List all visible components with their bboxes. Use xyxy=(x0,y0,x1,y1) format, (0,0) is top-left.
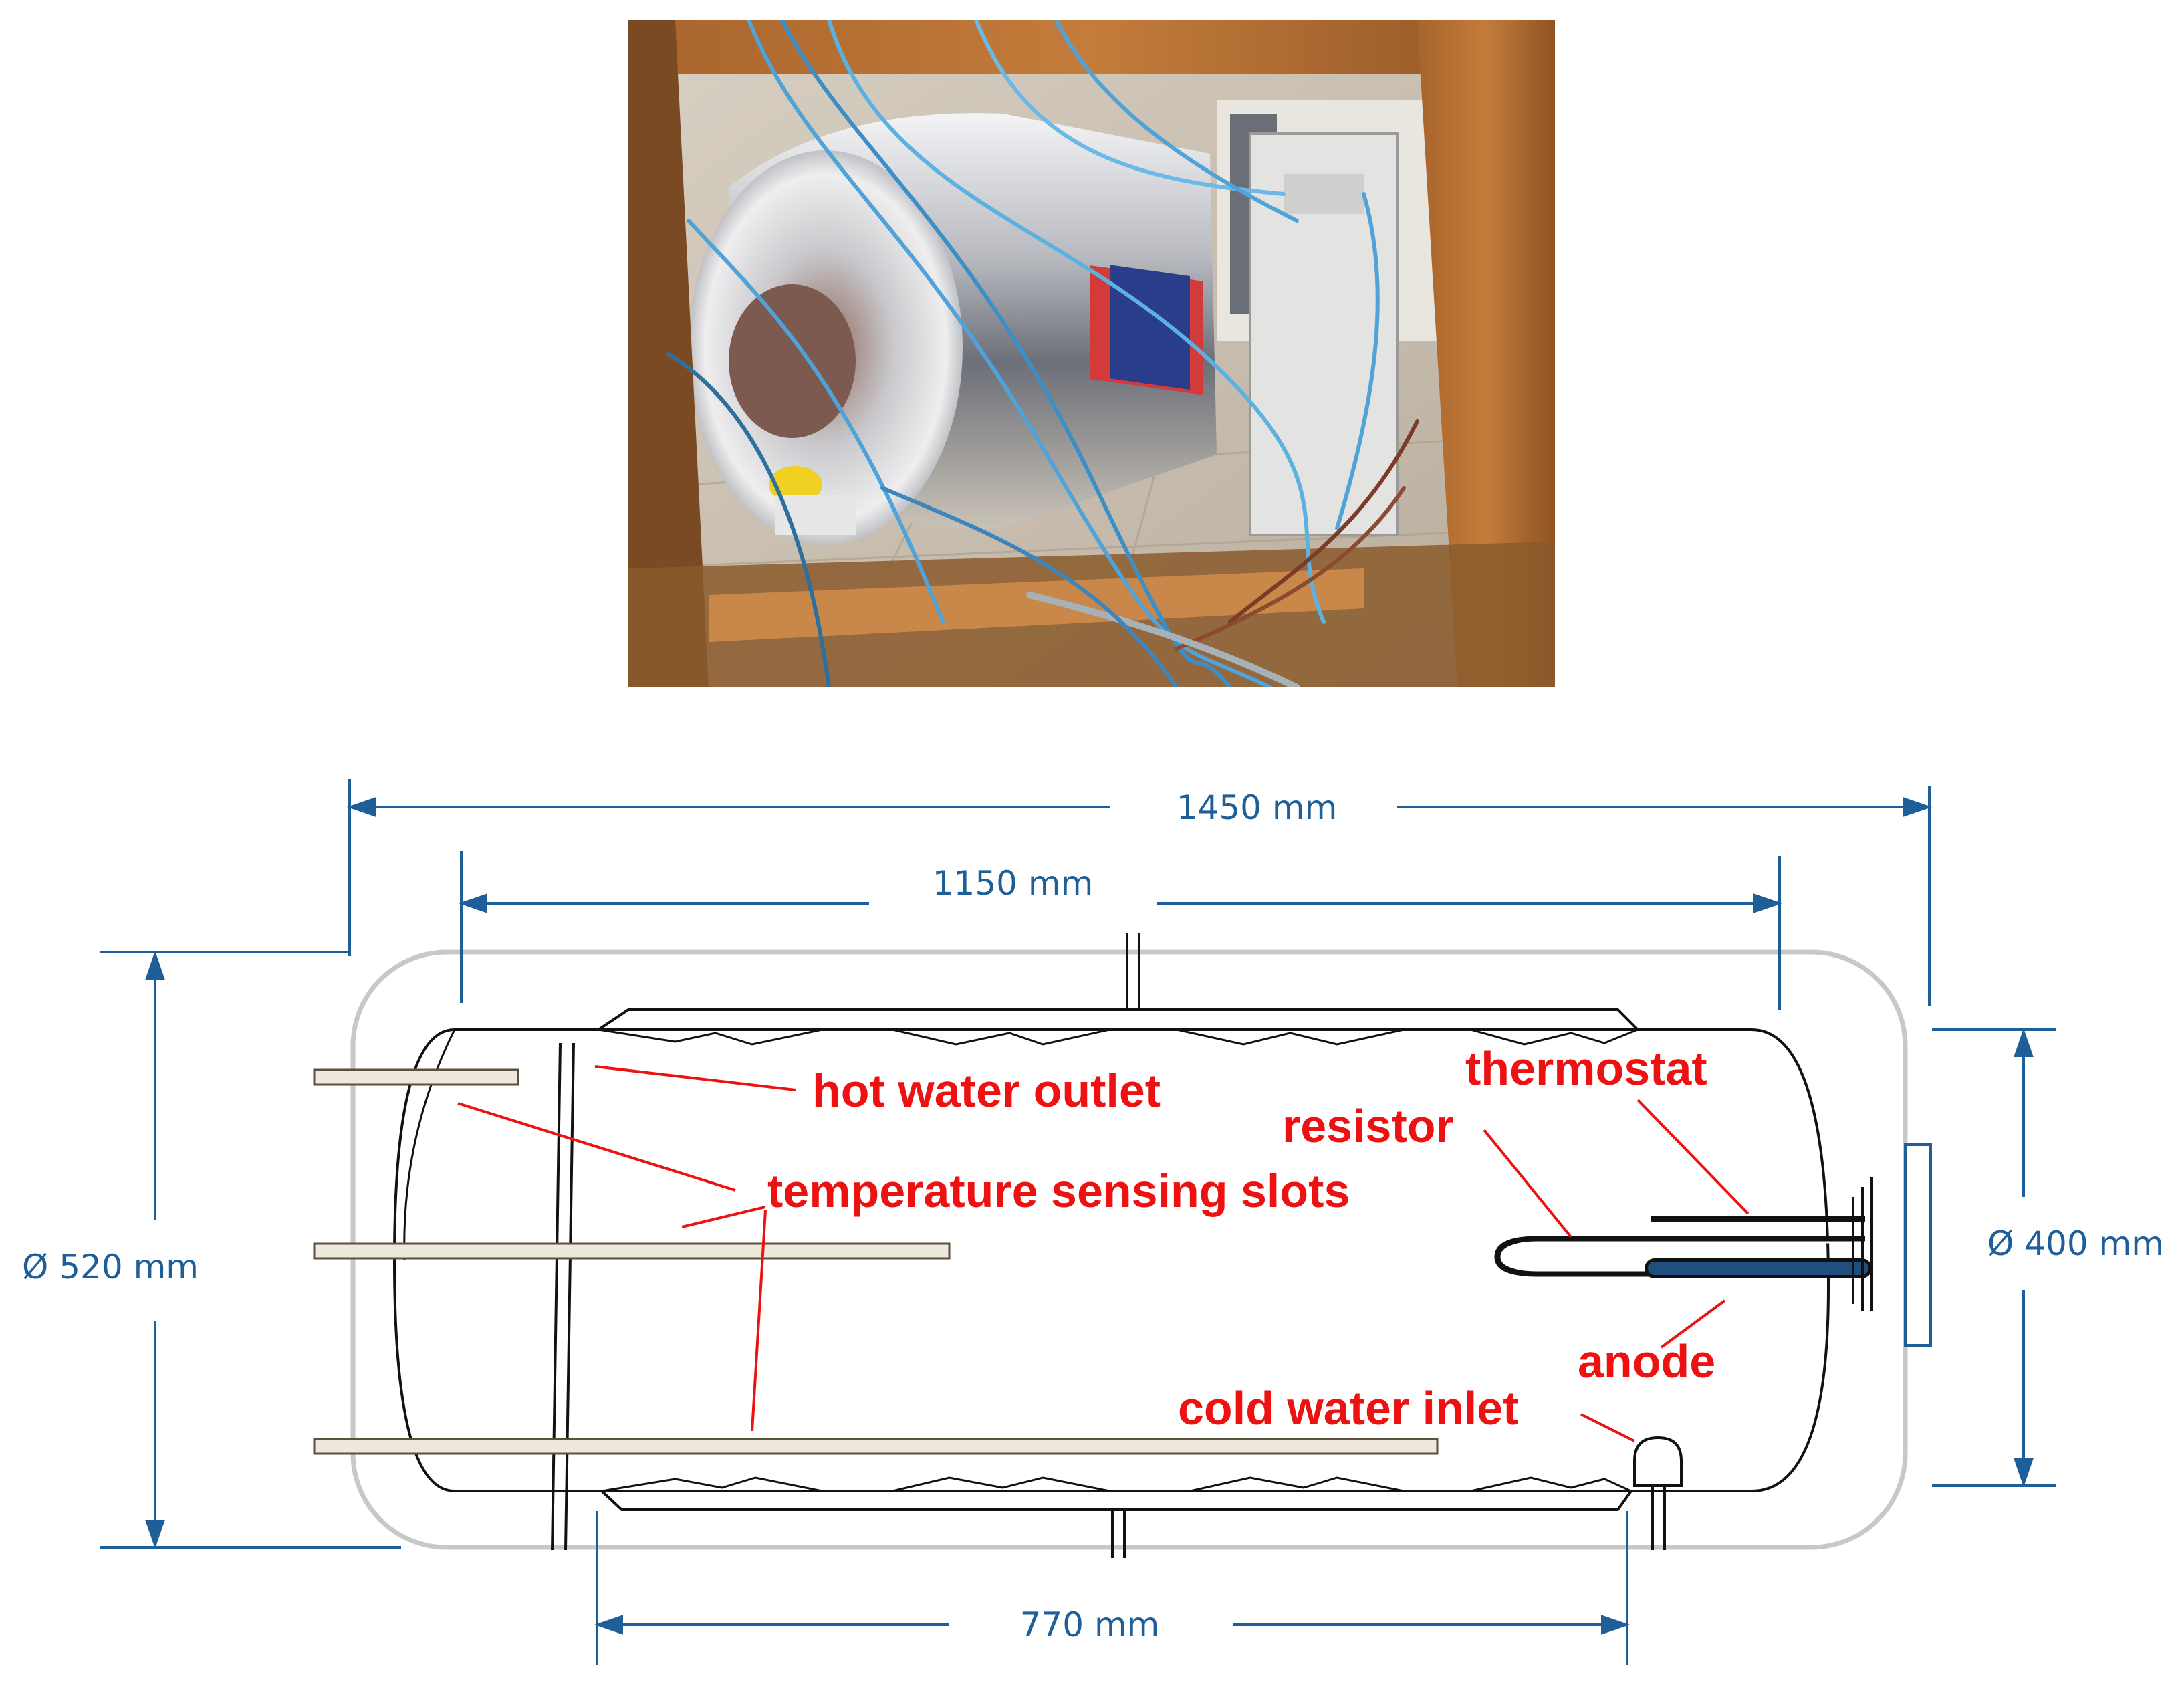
leader-thermostat xyxy=(1636,1099,1749,1215)
sensing-slot-top xyxy=(313,1068,519,1086)
leader-slot-bottom xyxy=(751,1210,767,1432)
inner-tank xyxy=(392,1028,1830,1492)
leader-hot-water-outlet xyxy=(594,1065,796,1091)
label-anode: anode xyxy=(1578,1335,1715,1387)
leader-slot-top xyxy=(457,1102,736,1192)
leader-slot-middle xyxy=(681,1206,766,1228)
label-resistor: resistor xyxy=(1282,1100,1454,1152)
sensing-slot-middle xyxy=(313,1242,951,1260)
label-hot-water-outlet: hot water outlet xyxy=(812,1064,1161,1117)
cold-water-inlet-fitting xyxy=(1633,1436,1683,1487)
tank-photo-illustration xyxy=(628,20,1555,687)
label-temperature-sensing-slots: temperature sensing slots xyxy=(767,1165,1350,1217)
flange-cover xyxy=(1904,1143,1932,1347)
leader-anode xyxy=(1660,1299,1726,1349)
bottom-jacket xyxy=(600,1490,1632,1511)
label-thermostat: thermostat xyxy=(1465,1042,1707,1095)
dim-tank-length: 1150 mm xyxy=(933,864,1094,903)
dim-inner-diameter: Ø 400 mm xyxy=(1987,1224,2164,1263)
leader-cold-water-inlet xyxy=(1580,1413,1635,1442)
label-cold-water-inlet: cold water inlet xyxy=(1178,1382,1519,1434)
dim-overall-length: 1450 mm xyxy=(1177,788,1338,827)
resistor-element xyxy=(1494,1236,1865,1277)
dim-inlet-distance: 770 mm xyxy=(1020,1605,1160,1644)
dim-outer-diameter: Ø 520 mm xyxy=(22,1248,199,1286)
sensing-slot-bottom xyxy=(313,1438,1439,1455)
leader-resistor xyxy=(1483,1129,1572,1238)
tank-photo xyxy=(628,20,1555,687)
top-jacket xyxy=(597,1008,1639,1031)
